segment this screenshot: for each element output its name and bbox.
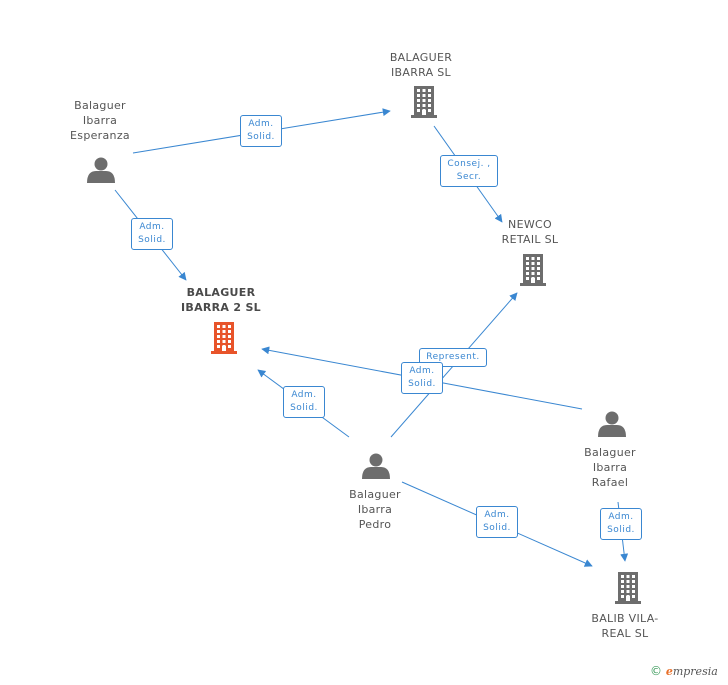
node-label-balib-vila-real-sl[interactable]: BALIB VILA- REAL SL: [591, 612, 659, 640]
edge-label-pedro-to-balib[interactable]: Adm. Solid.: [476, 506, 518, 538]
node-label-esperanza[interactable]: Balaguer Ibarra Esperanza: [70, 99, 130, 142]
node-label-pedro[interactable]: Balaguer Ibarra Pedro: [349, 488, 401, 531]
edge-label-rafael-to-bi2[interactable]: Adm. Solid.: [401, 362, 443, 394]
edge-label-pedro-to-bi2[interactable]: Adm. Solid.: [283, 386, 325, 418]
edge-label-rafael-to-balib[interactable]: Adm. Solid.: [600, 508, 642, 540]
node-label-rafael[interactable]: Balaguer Ibarra Rafael: [584, 446, 636, 489]
edge-label-bisl-to-newco[interactable]: Consej. , Secr.: [440, 155, 498, 187]
footer-copyright: © empresia: [650, 664, 718, 678]
edge-label-esperanza-to-bi2[interactable]: Adm. Solid.: [131, 218, 173, 250]
empresia-logo[interactable]: empresia: [665, 665, 718, 678]
edge-label-pedro-to-newco[interactable]: Represent.: [419, 347, 487, 367]
person-icon-esperanza[interactable]: [87, 157, 115, 184]
node-label-balaguer-ibarra-2-sl[interactable]: BALAGUER IBARRA 2 SL: [181, 286, 261, 314]
node-label-balaguer-ibarra-sl[interactable]: BALAGUER IBARRA SL: [389, 51, 453, 79]
building-icon-balaguer-ibarra-sl[interactable]: [411, 86, 437, 118]
person-icon-pedro[interactable]: [362, 453, 390, 480]
building-icon-balaguer-ibarra-2-sl[interactable]: [211, 322, 237, 354]
person-icon-rafael[interactable]: [598, 411, 626, 438]
building-icon-newco-retail-sl[interactable]: [520, 254, 546, 286]
building-icon-balib-vila-real-sl[interactable]: [615, 572, 641, 604]
node-label-newco-retail-sl[interactable]: NEWCO RETAIL SL: [501, 218, 559, 246]
copyright-symbol: ©: [650, 664, 662, 678]
edge-label-esperanza-to-bisl[interactable]: Adm. Solid.: [240, 115, 282, 147]
